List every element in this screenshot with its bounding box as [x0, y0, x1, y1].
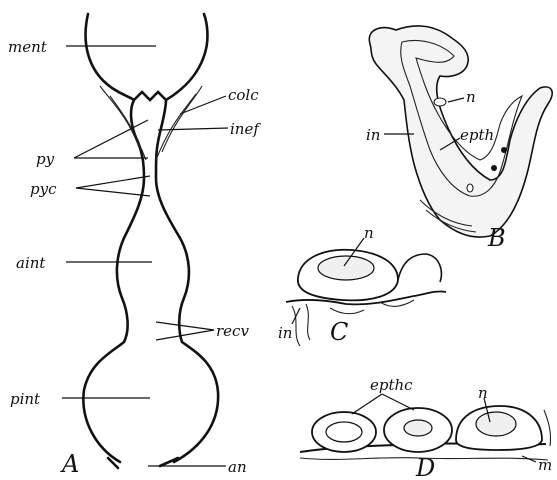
- label-epth: epth: [460, 126, 494, 144]
- colc-leader: [180, 96, 226, 114]
- cell-d4-edge: [544, 410, 551, 446]
- label-in-c: in: [278, 324, 292, 342]
- n-leader-b: [448, 98, 464, 102]
- neighbour-cell-c: [398, 254, 441, 282]
- inef-leader: [158, 128, 228, 130]
- label-aint: aint: [16, 254, 46, 272]
- panel-letter-b: B: [487, 224, 506, 252]
- mid-intestine-outline: [86, 14, 208, 100]
- pyc-leader-1: [76, 176, 150, 188]
- label-n-b: n: [466, 88, 476, 106]
- dark-nucleus-1: [501, 147, 507, 153]
- panel-letter-d: D: [415, 454, 435, 480]
- recv-leader-1: [156, 322, 214, 330]
- label-py: py: [36, 150, 55, 168]
- label-n-d: n: [478, 384, 488, 402]
- dark-nucleus-2: [491, 165, 497, 171]
- label-epthc: epthc: [370, 376, 413, 394]
- recv-leader-2: [156, 330, 214, 340]
- intestine-outline-left: [83, 100, 144, 462]
- panel-letter-a: A: [60, 450, 79, 478]
- label-pint: pint: [10, 390, 41, 408]
- nucleus-d1: [326, 422, 362, 442]
- cell-nucleus: [434, 98, 446, 106]
- connective-tissue-c: [292, 300, 414, 346]
- epthc-leader-1: [352, 394, 382, 414]
- panel-letter-c: C: [330, 318, 348, 346]
- label-in-b: in: [366, 126, 380, 144]
- panel-d: epthc n m D: [300, 376, 552, 480]
- panel-c: n in C: [278, 224, 446, 346]
- label-pyc: pyc: [30, 180, 57, 198]
- label-m-d: m: [538, 456, 552, 474]
- intestine-outline-right: [156, 100, 218, 462]
- pyc-leader-2: [76, 188, 150, 196]
- valve-wall-left-outer: [100, 86, 140, 150]
- nucleus-c: [318, 256, 374, 280]
- nucleus-d2: [404, 420, 432, 436]
- label-recv: recv: [216, 322, 249, 340]
- nucleus-d3: [476, 412, 516, 436]
- panel-a: ment colc py inef pyc aint recv pint an …: [8, 14, 261, 478]
- cell-vacuole: [467, 184, 473, 192]
- panel-b: n in epth B: [366, 26, 552, 252]
- label-an: an: [228, 458, 247, 476]
- epthc-leader-2: [382, 394, 414, 410]
- label-colc: colc: [228, 86, 259, 104]
- label-ment: ment: [8, 38, 48, 56]
- valve-wall-right-outer: [162, 86, 202, 152]
- label-inef: inef: [230, 120, 261, 138]
- label-n-c: n: [364, 224, 374, 242]
